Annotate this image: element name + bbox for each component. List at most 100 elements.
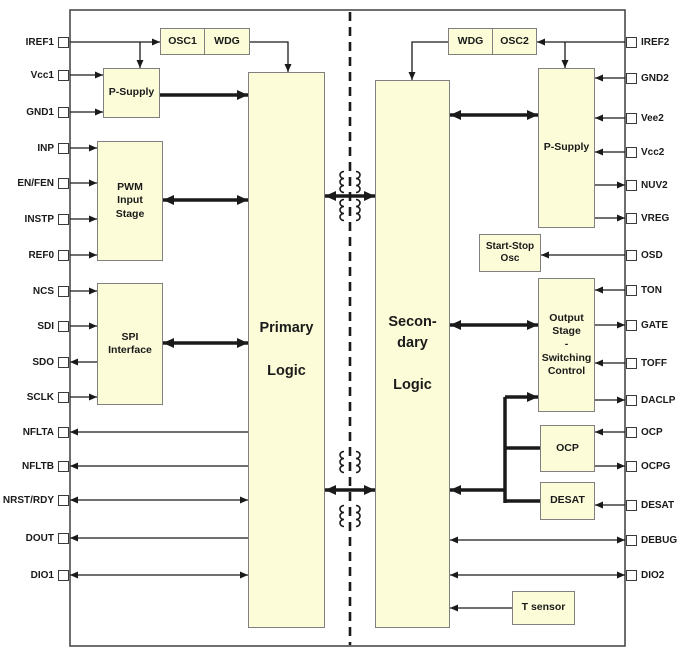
pin-gnd2-box <box>626 72 637 84</box>
pin-debug: DEBUG <box>626 531 677 549</box>
block-start-stop-osc: Start-Stop Osc <box>479 234 541 272</box>
pin-vreg-label: VREG <box>641 212 670 224</box>
pin-ocpg-box <box>626 460 637 472</box>
block-spi-interface-label: SPI Interface <box>108 330 152 356</box>
block-p-supply-left: P-Supply <box>103 68 160 118</box>
pin-vee2-label: Vee2 <box>641 112 664 124</box>
pin-dout-box <box>58 532 69 544</box>
block-osc1-label: OSC1 <box>168 34 197 47</box>
pin-sdo-box <box>58 356 69 368</box>
pin-daclp-box <box>626 394 637 406</box>
pin-ref0: REF0 <box>0 246 69 264</box>
pin-gate: GATE <box>626 316 668 334</box>
transformer-icon-bottom-1 <box>339 450 361 474</box>
pin-inp-box <box>58 142 69 154</box>
pin-vcc1: Vcc1 <box>0 66 69 84</box>
pin-iref2-label: IREF2 <box>641 36 670 48</box>
block-primary-logic-label: Primary Logic <box>259 320 314 379</box>
block-t-sensor-label: T sensor <box>521 601 566 614</box>
pin-inp-label: INP <box>37 142 54 154</box>
pin-gate-label: GATE <box>641 319 669 331</box>
pin-nflta: NFLTA <box>0 423 69 441</box>
pin-nfltb-box <box>58 460 69 472</box>
pin-osd-label: OSD <box>641 249 663 261</box>
pin-ton-box <box>626 284 637 296</box>
pin-ocp: OCP <box>626 423 663 441</box>
block-output-stage: Output Stage - Switching Control <box>538 278 595 412</box>
pin-gnd1: GND1 <box>0 103 69 121</box>
pin-vcc1-box <box>58 69 69 81</box>
pin-dio1-box <box>58 569 69 581</box>
pin-iref2-box <box>626 36 637 48</box>
chip-outline <box>69 9 626 647</box>
pin-dio1: DIO1 <box>0 566 69 584</box>
pin-nflta-label: NFLTA <box>22 426 54 438</box>
pin-debug-label: DEBUG <box>641 534 678 546</box>
pin-vreg: VREG <box>626 209 669 227</box>
pin-dout: DOUT <box>0 529 69 547</box>
pin-toff-label: TOFF <box>641 357 667 369</box>
pin-iref1-box <box>58 36 69 48</box>
pin-ton-label: TON <box>641 284 662 296</box>
block-wdg-left-label: WDG <box>214 34 240 47</box>
block-t-sensor: T sensor <box>512 591 575 625</box>
pin-gnd2-label: GND2 <box>641 72 669 84</box>
pin-sclk-box <box>58 391 69 403</box>
pin-iref2: IREF2 <box>626 33 669 51</box>
pin-vcc2-box <box>626 146 637 158</box>
pin-ocp-box <box>626 426 637 438</box>
block-start-stop-osc-label: Start-Stop Osc <box>485 240 535 265</box>
pin-dio2-box <box>626 569 637 581</box>
block-pwm-input-stage: PWM Input Stage <box>97 141 163 261</box>
pin-ocpg: OCPG <box>626 457 670 475</box>
transformer-icon-top-2 <box>339 198 361 222</box>
pin-sdi-label: SDI <box>37 320 54 332</box>
pin-gate-box <box>626 319 637 331</box>
pin-sdi-box <box>58 320 69 332</box>
pin-sdo: SDO <box>0 353 69 371</box>
block-osc2: OSC2 <box>492 28 537 55</box>
pin-toff: TOFF <box>626 354 667 372</box>
block-ocp-label: OCP <box>556 441 579 454</box>
pin-sclk-label: SCLK <box>26 391 54 403</box>
pin-nflta-box <box>58 426 69 438</box>
block-wdg-right-label: WDG <box>457 34 484 47</box>
pin-nfltb: NFLTB <box>0 457 69 475</box>
pin-dio2-label: DIO2 <box>641 569 665 581</box>
pin-en-fen-label: EN/FEN <box>17 177 54 189</box>
pin-ncs-label: NCS <box>32 285 54 297</box>
pin-instp-box <box>58 213 69 225</box>
block-spi-interface: SPI Interface <box>97 283 163 405</box>
pin-inp: INP <box>0 139 69 157</box>
transformer-icon-top-1 <box>339 170 361 194</box>
block-secondary-logic-label: Secon- dary Logic <box>388 313 437 394</box>
block-desat-label: DESAT <box>550 494 585 507</box>
bus-arrows <box>160 90 540 503</box>
block-p-supply-left-label: P-Supply <box>108 86 155 99</box>
pin-desat-box <box>626 499 637 511</box>
block-pwm-input-stage-label: PWM Input Stage <box>115 181 145 220</box>
block-wdg-left: WDG <box>204 28 250 55</box>
block-osc1: OSC1 <box>160 28 205 55</box>
pin-nuv2-box <box>626 179 637 191</box>
pin-ref0-label: REF0 <box>28 249 54 261</box>
pin-iref1-label: IREF1 <box>25 36 54 48</box>
pin-dout-label: DOUT <box>25 532 54 544</box>
pin-nrst-rdy-label: NRST/RDY <box>2 494 54 506</box>
pin-vee2-box <box>626 112 637 124</box>
pin-ocpg-label: OCPG <box>641 460 671 472</box>
pin-sdi: SDI <box>0 317 69 335</box>
pin-vcc2: Vcc2 <box>626 143 664 161</box>
pin-nrst-rdy: NRST/RDY <box>0 491 69 509</box>
pin-nrst-rdy-box <box>58 494 69 506</box>
pin-dio1-label: DIO1 <box>30 569 54 581</box>
pin-ocp-label: OCP <box>641 426 663 438</box>
pin-desat-label: DESAT <box>641 499 675 511</box>
transformer-icon-bottom-2 <box>339 504 361 528</box>
pin-daclp-label: DACLP <box>641 394 676 406</box>
pin-instp-label: INSTP <box>24 213 54 225</box>
pin-en-fen-box <box>58 177 69 189</box>
pin-vcc2-label: Vcc2 <box>641 146 665 158</box>
